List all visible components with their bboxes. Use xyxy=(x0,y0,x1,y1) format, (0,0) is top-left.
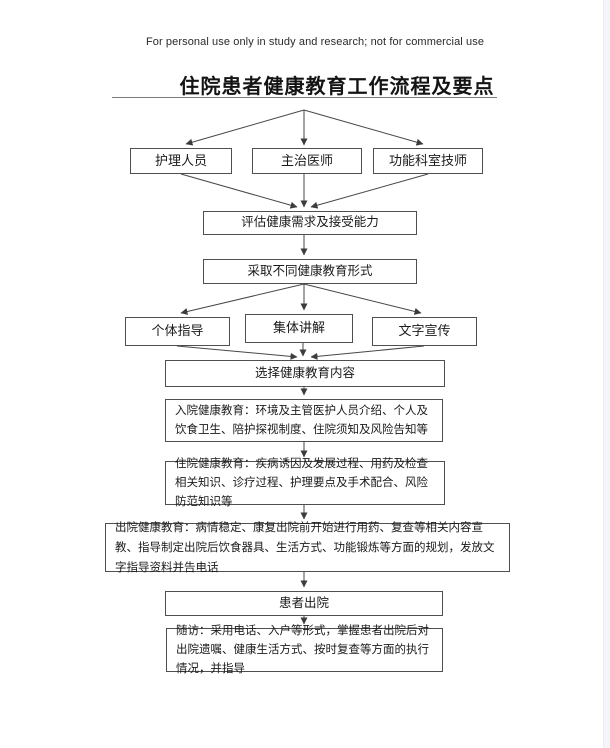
title-underline xyxy=(112,97,497,98)
page-right-edge xyxy=(603,0,610,748)
flow-box-follow-up: 随访：采用电话、入户等形式，掌握患者出院后对出院遗嘱、健康生活方式、按时复查等方… xyxy=(166,625,443,675)
flow-box-select-content: 选择健康教育内容 xyxy=(165,360,445,387)
page-title: 住院患者健康教育工作流程及要点 xyxy=(179,76,495,98)
flow-box-functional-dept-technician: 功能科室技师 xyxy=(373,148,483,174)
flow-box-patient-discharge: 患者出院 xyxy=(165,591,443,616)
flow-box-nursing-staff: 护理人员 xyxy=(130,148,232,174)
flow-box-adopt-education-forms: 采取不同健康教育形式 xyxy=(203,259,417,284)
flow-box-admission-education: 入院健康教育：环境及主管医护人员介绍、个人及饮食卫生、陪护探视制度、住院须知及风… xyxy=(165,399,443,442)
flow-box-assess-needs: 评估健康需求及接受能力 xyxy=(203,211,417,235)
flow-box-inpatient-education: 住院健康教育：疾病诱因及发展过程、用药及检查相关知识、诊疗过程、护理要点及手术配… xyxy=(165,458,445,508)
disclaimer-text: For personal use only in study and resea… xyxy=(145,36,485,48)
flow-box-discharge-education: 出院健康教育：病情稳定、康复出院前开始进行用药、复查等相关内容宣教、指导制定出院… xyxy=(105,522,510,574)
flow-box-attending-physician: 主治医师 xyxy=(252,148,362,174)
flow-box-written-materials: 文字宣传 xyxy=(372,317,477,346)
flow-box-group-explanation: 集体讲解 xyxy=(245,314,353,343)
flow-box-individual-guidance: 个体指导 xyxy=(125,317,230,346)
